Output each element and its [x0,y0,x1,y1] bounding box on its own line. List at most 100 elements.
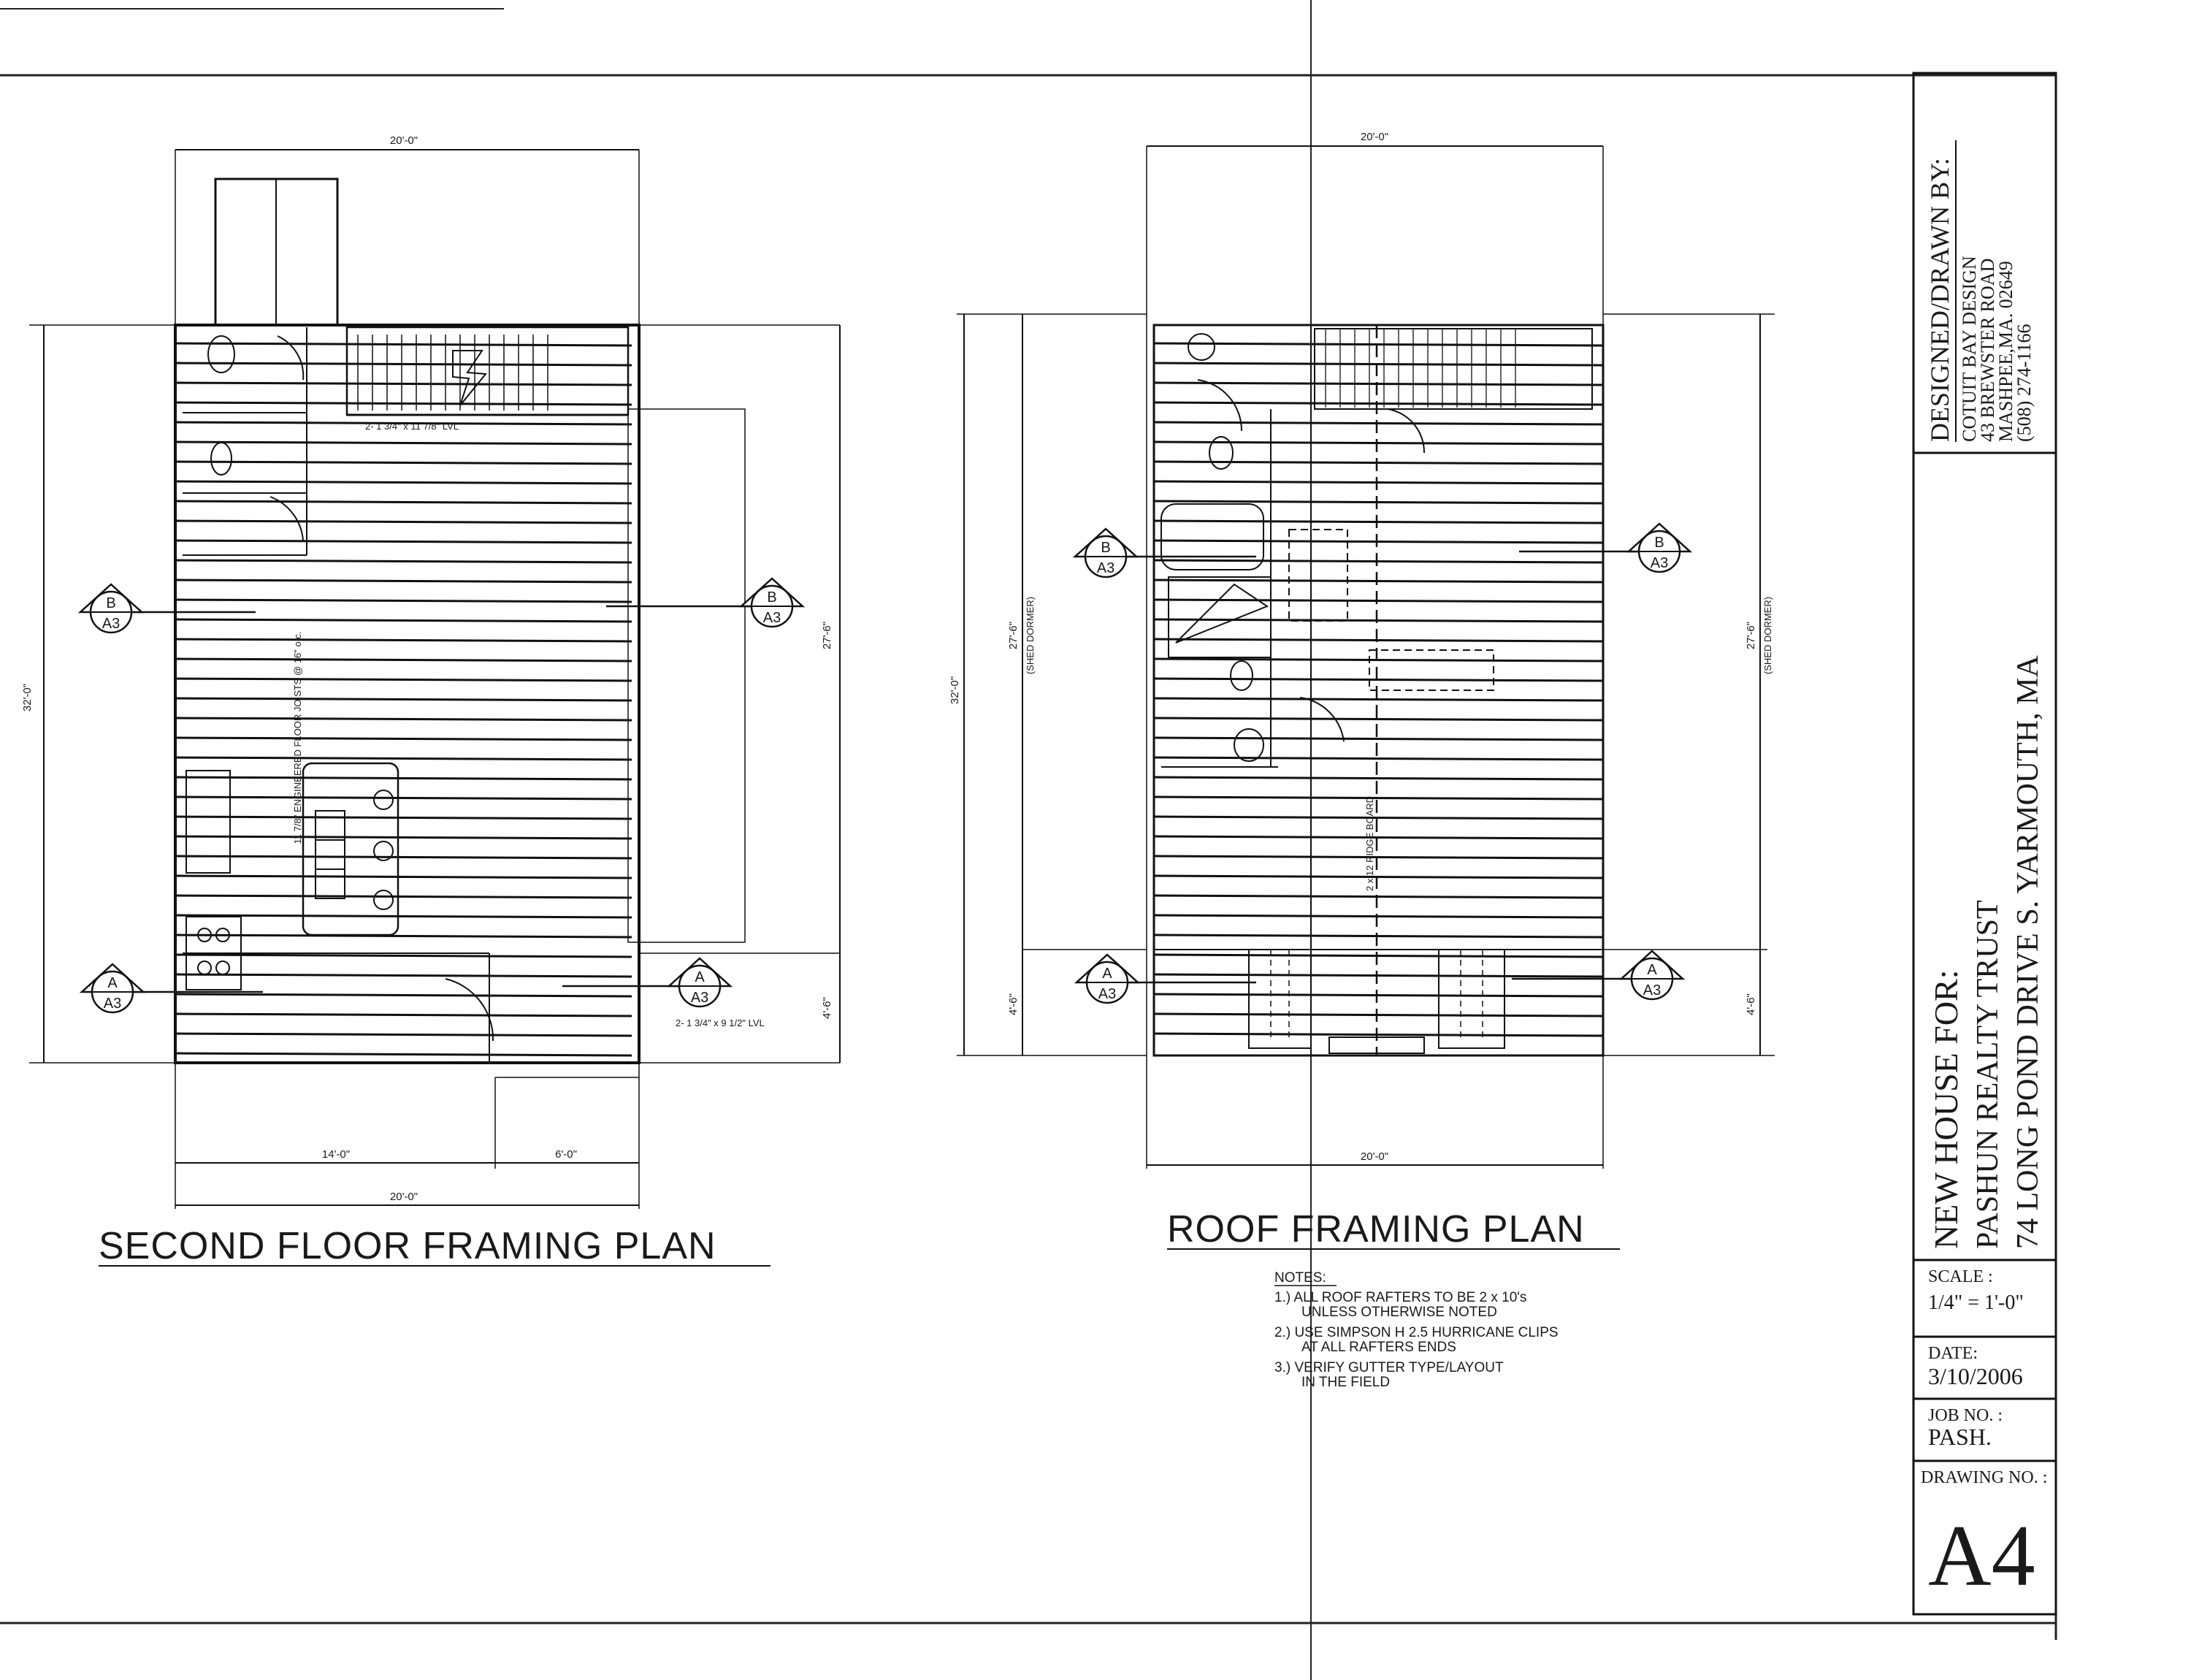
dim-left: 32'-0" [21,684,34,711]
rafter-line [1153,480,1604,485]
roof-dim-left-upper: 27'-6" [1007,622,1020,649]
rafter-line [1153,362,1604,367]
rafter-line [1153,717,1604,722]
client-name: PASHUN REALTY TRUST [1971,900,2005,1249]
second-floor-labels: 20'-0" 32'-0" 27'-6" 4'-6" 14'-0" 6'-0" … [21,134,833,1267]
floor-joist-line [175,598,632,603]
rafter-line [1153,500,1604,505]
lvl-upper-label: 2- 1 3/4" x 11 7/8" LVL [365,421,459,432]
floor-joist-line [175,795,632,801]
floor-joist-line [175,539,632,544]
job-label: JOB NO. : [1928,1406,2003,1425]
dim-right-upper: 27'-6" [821,622,833,649]
rafter-line [1153,815,1604,820]
rafter-line [1153,559,1604,564]
rafter-line [1153,736,1604,741]
date-label: DATE: [1928,1344,1978,1363]
firm-name: COTUIT BAY DESIGN [1959,256,1980,442]
svg-text:A: A [107,975,118,991]
floor-joist-line [175,736,632,741]
floor-joist-line [175,776,632,781]
svg-text:A: A [1647,962,1657,978]
project-label: NEW HOUSE FOR: [1927,969,1965,1249]
floor-joist-line [175,460,632,465]
floor-joist-line [175,559,632,564]
title-block [1912,72,2057,1616]
note-1-line-1: 1.) ALL ROOF RAFTERS TO BE 2 x 10's [1274,1290,1526,1305]
section-marker-b-left-roof: B A3 [1072,527,1256,579]
floor-joist-line [175,440,632,446]
svg-text:A3: A3 [1651,555,1668,571]
section-marker-a-left-roof: A A3 [1074,953,1256,1004]
ridge-note: 2 x 12 RIDGE BOARD [1364,796,1375,891]
svg-text:A3: A3 [691,990,708,1006]
floor-joists [175,342,632,1057]
floor-joist-line [175,855,632,860]
svg-text:A3: A3 [763,610,781,626]
note-2-line-1: 2.) USE SIMPSON H 2.5 HURRICANE CLIPS [1274,1325,1559,1340]
section-marker-b-right-roof: B A3 [1519,522,1693,573]
rafter-line [1153,598,1604,603]
svg-text:B: B [106,595,115,611]
rafter-line [1153,795,1604,801]
svg-text:A3: A3 [102,616,120,632]
rafter-line [1153,953,1604,958]
rafter-line [1153,657,1604,663]
floor-joist-line [175,953,632,958]
lvl-lower-label: 2- 1 3/4" x 9 1/2" LVL [676,1017,765,1028]
svg-text:A3: A3 [1643,982,1661,999]
floor-joist-line [175,579,632,584]
svg-text:B: B [1654,535,1664,551]
floor-joist-line [175,697,632,702]
rafter-line [1153,973,1604,978]
floor-joist-line [175,421,632,426]
rafter-line [1153,342,1604,347]
rafter-line [1153,1032,1604,1037]
rafter-line [1153,421,1604,426]
firm-phone: (508) 274-1166 [2014,324,2035,442]
roof-notes: NOTES: 1.) ALL ROOF RAFTERS TO BE 2 x 10… [1274,1270,1559,1390]
rafter-line [1153,401,1604,406]
rafter-line [1153,618,1604,623]
rafter-line [1153,933,1604,939]
designed-by-label: DESIGNED/DRAWN BY: [1925,158,1954,442]
section-marker-a-left-floor: A A3 [79,963,263,1014]
floor-joist-line [175,835,632,840]
svg-text:B: B [767,589,776,606]
rafter-line [1153,914,1604,919]
floor-joist-line [175,401,632,406]
svg-text:A: A [1102,966,1112,982]
rafter-line [1153,835,1604,840]
rafter-line [1153,776,1604,781]
second-floor-plan [29,149,841,1209]
roof-title: ROOF FRAMING PLAN [1167,1208,1585,1251]
dim-top: 20'-0" [390,134,418,147]
floor-joist-line [175,500,632,505]
floor-joist-line [175,993,632,998]
roof-dim-right-upper: 27'-6" [1745,622,1757,649]
floor-joist-line [175,677,632,682]
roof-rafters [1153,342,1604,1037]
floor-joist-line [175,657,632,663]
floor-joist-line [175,362,632,367]
rafter-line [1153,638,1604,643]
floor-joist-line [175,756,632,761]
floor-joist-line [175,480,632,485]
firm-city: MASHPEE,MA. 02649 [1995,261,2016,442]
roof-dim-top: 20'-0" [1361,131,1388,143]
floor-joist-line [175,618,632,623]
dim-bottom-a: 14'-0" [322,1148,350,1161]
rafter-line [1153,381,1604,386]
roof-dim-left-total: 32'-0" [949,676,961,704]
title-block-text: DESIGNED/DRAWN BY: COTUIT BAY DESIGN 43 … [1921,140,2047,1604]
floor-joist-line [175,815,632,820]
svg-text:A: A [695,969,705,985]
dim-bottom-total: 20'-0" [390,1191,418,1203]
rafter-line [1153,1012,1604,1017]
floor-joist-line [175,1012,632,1017]
roof-dim-right-lower: 4'-6" [1745,993,1757,1015]
drawing-no-value: A4 [1928,1507,2035,1604]
section-marker-a-right-roof: A A3 [1512,950,1686,1001]
floor-joist-line [175,1052,632,1057]
